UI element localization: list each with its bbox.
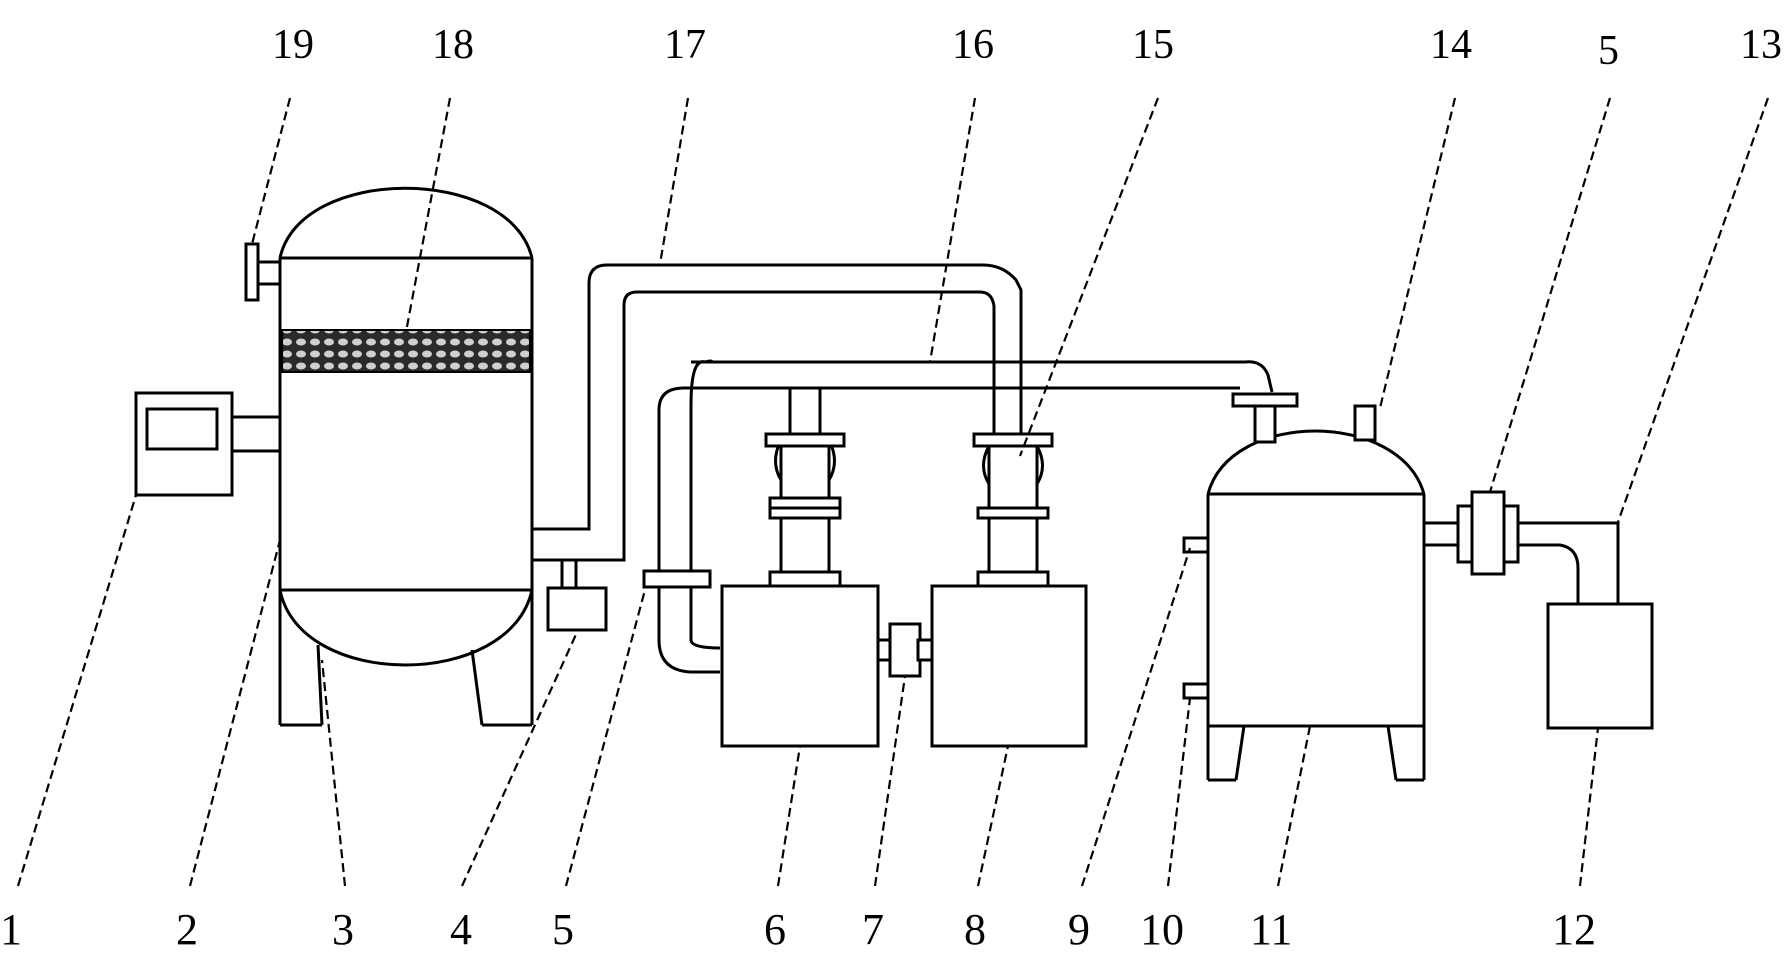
label-8: 8: [964, 905, 986, 954]
outlet-pipe: [1424, 490, 1620, 604]
label-6: 6: [764, 905, 786, 954]
label-16: 16: [952, 22, 994, 68]
filter-layer: [281, 329, 531, 373]
bottom-outlet: [546, 558, 608, 632]
right-vessel: [1182, 392, 1426, 782]
label-19: 19: [272, 22, 314, 68]
collector-box: [1546, 602, 1654, 730]
label-17: 17: [664, 22, 706, 68]
label-5-right: 5: [1598, 28, 1619, 74]
leader-lines: [16, 97, 1770, 887]
label-5-left: 5: [552, 905, 574, 954]
left-flange: [642, 569, 712, 589]
number-labels: 19 18 17 16 15 14 5 13 1 2 3 4 5 6 7 8 9…: [0, 22, 1782, 954]
label-7: 7: [862, 905, 884, 954]
main-tank: [278, 186, 534, 727]
label-14: 14: [1430, 22, 1472, 68]
upper-pipe: [532, 263, 1023, 562]
control-box: [134, 391, 282, 497]
label-1: 1: [0, 905, 22, 954]
label-11: 11: [1250, 905, 1292, 954]
label-13: 13: [1740, 22, 1782, 68]
label-9: 9: [1068, 905, 1090, 954]
middle-pipe: [657, 359, 1274, 674]
label-18: 18: [432, 22, 474, 68]
top-nozzle: [244, 242, 282, 302]
coupling: [876, 622, 934, 678]
label-10: 10: [1140, 905, 1184, 954]
label-2: 2: [176, 905, 198, 954]
pump-unit-right: [930, 432, 1088, 748]
label-12: 12: [1552, 905, 1596, 954]
label-15: 15: [1132, 22, 1174, 68]
label-3: 3: [332, 905, 354, 954]
pump-unit-left: [720, 386, 880, 748]
label-4: 4: [450, 905, 472, 954]
